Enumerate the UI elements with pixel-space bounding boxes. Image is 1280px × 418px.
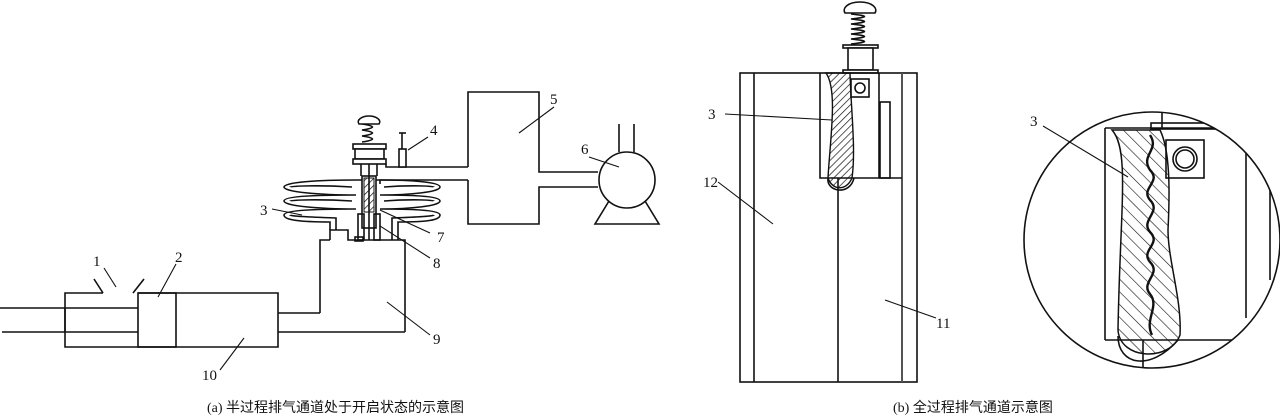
figure-a: 1 2 3 4 5 6 7 8 9 10 [0, 91, 661, 384]
bellows-3-left [283, 179, 357, 230]
label-6: 6 [581, 142, 589, 158]
valve-spring-assembly [842, 1, 879, 74]
exhaust-valve [352, 115, 387, 241]
tank-5 [467, 91, 598, 225]
label-3-b: 3 [708, 107, 716, 123]
label-2: 2 [175, 250, 183, 266]
exhaust-channel [819, 72, 902, 191]
label-1: 1 [93, 254, 101, 270]
leader-lines-b [717, 113, 937, 319]
pipe-to-chamber [278, 312, 405, 333]
label-8: 8 [433, 256, 441, 272]
label-4: 4 [430, 123, 438, 139]
inlet-pipe [0, 307, 138, 333]
caption-a: (a) 半过程排气通道处于开启状态的示意图 [207, 401, 465, 416]
label-7: 7 [437, 230, 445, 246]
block-12 [739, 72, 918, 383]
leader-lines-a [103, 106, 620, 371]
label-3: 3 [260, 203, 268, 219]
label-3-detail: 3 [1030, 114, 1038, 130]
bellows-3-right [379, 179, 441, 240]
detail-view: 3 [1023, 111, 1280, 369]
chamber-9 [319, 229, 406, 332]
label-11: 11 [936, 316, 950, 332]
cylinder-10 [64, 278, 279, 348]
figure-b: 3 12 11 3 [703, 1, 1280, 383]
label-12: 12 [703, 175, 718, 191]
manifold-pipe [379, 132, 468, 184]
vacuum-pump-6 [593, 124, 661, 225]
label-9: 9 [433, 332, 441, 348]
label-10: 10 [202, 368, 217, 384]
caption-b: (b) 全过程排气通道示意图 [893, 401, 1053, 416]
label-5: 5 [550, 92, 558, 108]
